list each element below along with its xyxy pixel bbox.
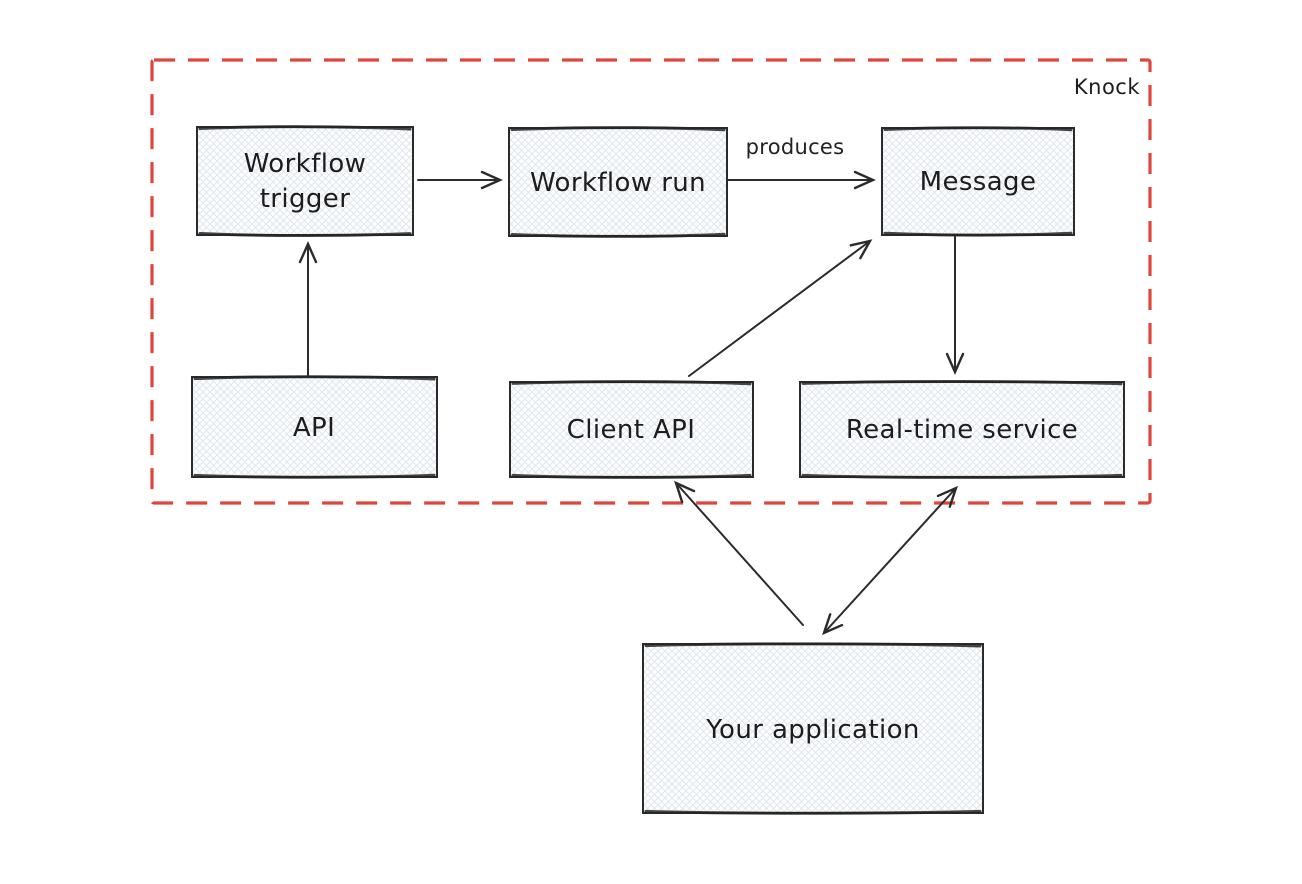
client-api-label: Client API [567,415,696,445]
workflow-run-label: Workflow run [530,168,706,198]
node-realtime-service: Real-time service [799,379,1125,479]
arrow-your-application-to-client-api [674,480,804,626]
node-api: API [191,375,438,479]
api-label: API [293,413,335,443]
edges: produces [298,135,965,636]
node-client-api: Client API [509,380,754,479]
message-label: Message [920,167,1037,197]
arrow-client-api-to-message [688,239,873,377]
knock-boundary-rect [150,58,1152,505]
your-application-label: Your application [705,715,920,745]
workflow-trigger-label-line2: trigger [260,184,351,214]
produces-label: produces [746,135,845,159]
realtime-service-label: Real-time service [846,415,1078,445]
node-message: Message [881,126,1075,237]
knock-boundary-label: Knock [1074,75,1140,99]
node-workflow-trigger: Workflow trigger [196,125,414,238]
arrow-realtime-service-your-application-two-way [822,485,958,636]
knock-boundary: Knock [150,58,1152,505]
node-workflow-run: Workflow run [508,126,728,238]
node-your-application: Your application [642,642,984,815]
workflow-trigger-label-line1: Workflow [244,149,367,179]
